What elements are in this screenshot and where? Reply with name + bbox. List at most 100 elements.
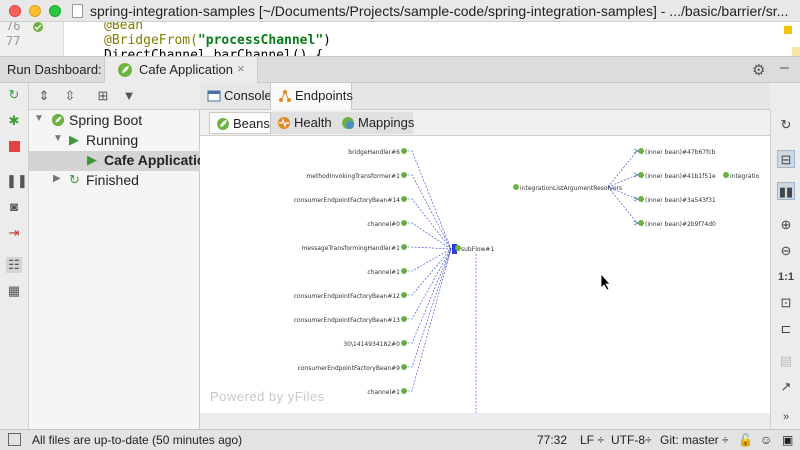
zoom-in-icon[interactable]: ⊕: [780, 217, 792, 232]
inner-bean-label[interactable]: (inner bean)#3a543f31: [645, 197, 716, 204]
hub-node-label[interactable]: subFlow#1: [461, 246, 494, 253]
group-icon[interactable]: ⊞: [97, 88, 109, 103]
inner-bean-edge: [607, 150, 638, 188]
bean-node[interactable]: consumerEndpointFactoryBean#14: [294, 197, 400, 204]
inner-bean-label[interactable]: (inner bean)#41b1f51e: [645, 173, 716, 180]
yfiles-watermark: Powered by yFiles: [210, 389, 325, 404]
more-icon[interactable]: »: [782, 411, 790, 423]
bean-edge: [404, 248, 452, 296]
endpoint-sub-tabs: Beans Health Mappings: [200, 110, 770, 136]
bean-edge: [404, 248, 452, 272]
export-icon[interactable]: ↗: [780, 379, 792, 394]
line-separator[interactable]: LF ÷: [580, 433, 604, 447]
hub-node-icon[interactable]: [455, 245, 461, 251]
inner-bean-label[interactable]: (inner bean)#47b67fcb: [645, 149, 716, 156]
tab-label: Mappings: [358, 115, 415, 130]
event-log-icon[interactable]: ▣: [782, 433, 794, 447]
right-toolbar: ↻ ⊟ ▮▮ ⊕ ⊖ 1:1 ⊡ ⊏ ▤ ↗ »: [770, 110, 800, 429]
tree-item-running[interactable]: ▼ ▶ Running: [29, 131, 200, 151]
inner-bean-label[interactable]: (inner bean)#2b9f74d0: [645, 221, 716, 228]
beans-graph[interactable]: subFlow#1 bridgeHandler#6 methodInvokingTr…: [200, 136, 770, 413]
inner-bean-icon[interactable]: [638, 148, 644, 154]
bean-node[interactable]: methodInvokingTransformer#1: [306, 173, 400, 180]
title-bar: spring-integration-samples [~/Documents/…: [0, 0, 800, 22]
fit-content-icon[interactable]: ⊡: [780, 295, 792, 310]
spring-boot-icon: [117, 62, 133, 78]
code-editor[interactable]: 76 77 @Bean @BridgeFrom("processChannel"…: [0, 22, 800, 56]
bean-filter-icon[interactable]: ⊟: [777, 150, 795, 168]
tree-item-cafe-application[interactable]: ▶ Cafe Application: [29, 151, 214, 171]
tab-endpoints[interactable]: Endpoints: [270, 83, 353, 110]
bean-edge: [404, 248, 452, 368]
tab-console[interactable]: Console: [200, 83, 272, 110]
lock-icon[interactable]: 🔓: [738, 433, 753, 447]
tree-item-spring-boot[interactable]: ▼ Spring Boot: [29, 111, 200, 131]
exit-icon[interactable]: ⇥: [8, 225, 20, 240]
tab-label: Cafe Application: [139, 62, 233, 77]
code-string: "processChannel": [197, 33, 324, 48]
resolvers-node-label[interactable]: integrationListArgumentResolvers: [520, 185, 622, 192]
inner-bean-icon[interactable]: [638, 172, 644, 178]
tab-mappings[interactable]: Mappings: [335, 112, 415, 134]
chart-view-icon[interactable]: ▮▮: [777, 182, 795, 200]
chevron-down-icon[interactable]: ▼: [53, 133, 63, 144]
layout-icon[interactable]: ▦: [7, 283, 21, 298]
line-number: 76: [6, 22, 21, 33]
chevron-right-icon[interactable]: ▶: [53, 173, 61, 184]
bean-node[interactable]: consumerEndpointFactoryBean#13: [294, 317, 400, 324]
expand-all-icon[interactable]: ⇕: [38, 88, 50, 103]
window-close-button[interactable]: [9, 5, 21, 17]
bean-gutter-icon[interactable]: [32, 22, 44, 33]
scroll-marker[interactable]: [792, 47, 800, 56]
zoom-out-icon[interactable]: ⊖: [780, 243, 792, 258]
stop-icon[interactable]: [6, 139, 22, 155]
panel-toggle-icon[interactable]: [8, 433, 21, 446]
layout-tree-icon[interactable]: ⊏: [780, 321, 792, 336]
window-minimize-button[interactable]: [29, 5, 41, 17]
inner-bean-icon[interactable]: [638, 196, 644, 202]
inspector-icon[interactable]: ☺: [760, 433, 773, 447]
bean-icon: [216, 117, 230, 131]
tree-item-finished[interactable]: ▶ ↻ Finished: [29, 171, 200, 191]
bean-node[interactable]: bridgeHandler#6: [348, 149, 400, 156]
line-number: 77: [6, 34, 21, 48]
bean-edge: [404, 198, 452, 250]
warning-marker[interactable]: [784, 26, 792, 34]
minimize-icon[interactable]: –: [780, 59, 789, 76]
actual-size-icon[interactable]: 1:1: [778, 271, 794, 283]
camera-icon[interactable]: ◙: [10, 199, 18, 214]
bean-node[interactable]: channel#0: [367, 221, 400, 228]
window-maximize-button[interactable]: [49, 5, 61, 17]
filter-icon[interactable]: ▼: [122, 88, 136, 103]
bean-node[interactable]: consumerEndpointFactoryBean#12: [294, 293, 400, 300]
vcs-branch[interactable]: Git: master ÷: [660, 433, 729, 447]
pause-icon[interactable]: ❚❚: [6, 173, 28, 188]
code-annotation: @BridgeFrom(: [104, 33, 198, 48]
tree-view-icon[interactable]: ☷: [6, 257, 22, 273]
bean-node[interactable]: 30\1414934182#0: [343, 341, 400, 348]
bean-node[interactable]: consumerEndpointFactoryBean#9: [298, 365, 401, 372]
cursor-position[interactable]: 77:32: [537, 433, 568, 447]
bean-node[interactable]: channel#1: [367, 269, 400, 276]
save-icon[interactable]: ▤: [779, 353, 793, 368]
refresh-icon[interactable]: ↻: [780, 117, 792, 132]
close-icon[interactable]: ×: [237, 61, 245, 76]
chevron-down-icon[interactable]: ▼: [34, 113, 44, 124]
tab-health[interactable]: Health: [271, 112, 335, 134]
bean-edge: [404, 248, 452, 320]
hub-node-marker[interactable]: [452, 244, 457, 254]
inner-bean-icon[interactable]: [638, 220, 644, 226]
file-encoding[interactable]: UTF-8÷: [611, 433, 652, 447]
tab-beans[interactable]: Beans: [209, 112, 271, 134]
resolvers-node-icon[interactable]: [513, 184, 519, 190]
tab-label: Endpoints: [295, 88, 353, 103]
collapse-all-icon[interactable]: ⇳: [64, 88, 76, 103]
bean-node[interactable]: channel#1: [367, 389, 400, 396]
inner-bean-edge-arrow: [633, 220, 639, 226]
gear-icon[interactable]: ⚙: [752, 62, 766, 79]
beans-graph-svg[interactable]: subFlow#1 bridgeHandler#6 methodInvokingTr…: [200, 136, 770, 413]
cafe-application-tab[interactable]: Cafe Application ×: [104, 57, 258, 83]
debug-icon[interactable]: ✱: [8, 113, 20, 128]
bean-node[interactable]: messageTransformingHandler#1: [301, 245, 400, 252]
rerun-icon[interactable]: ↻: [8, 87, 20, 102]
